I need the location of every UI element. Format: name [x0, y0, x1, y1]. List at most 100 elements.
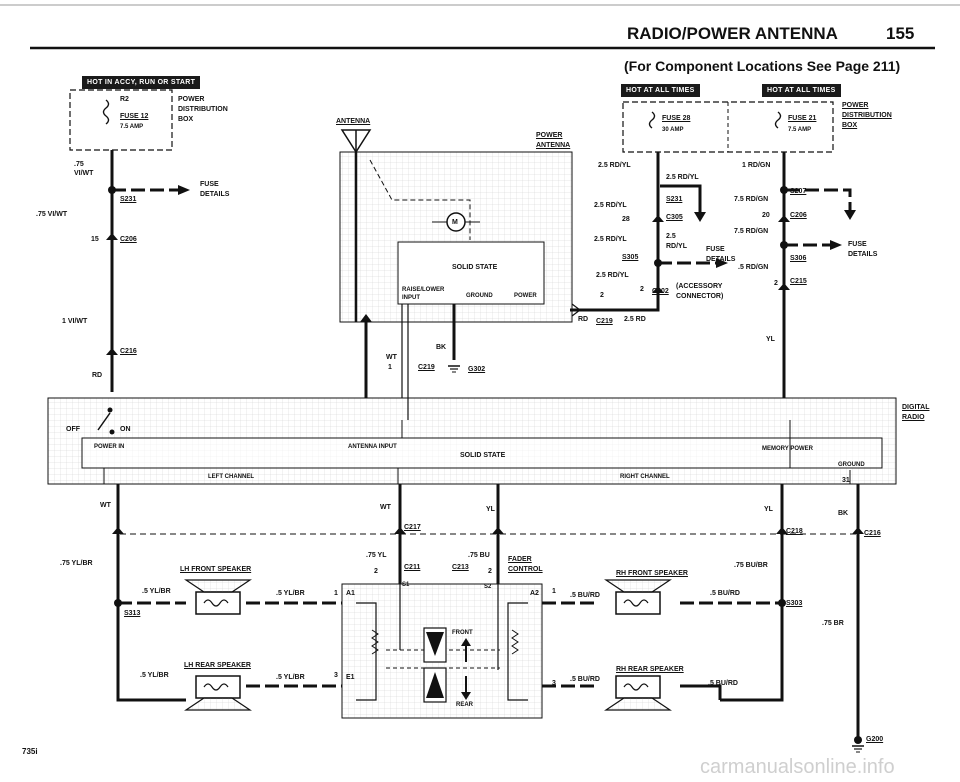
wire-5-burd-d: .5 BU/RD — [708, 680, 738, 687]
solid-state-box — [397, 241, 545, 305]
wire-wt-mid: WT — [380, 504, 391, 511]
wire-5-burd-c: .5 BU/RD — [570, 676, 600, 683]
lh-rear-speaker-label: LH REAR SPEAKER — [184, 662, 251, 669]
connector-c213: C213 — [452, 564, 469, 571]
switch-on: ON — [120, 426, 131, 433]
wire-25-rdyl-b: 2.5 RD/YL — [666, 174, 699, 181]
switch-off: OFF — [66, 426, 80, 433]
wire-bk-antenna: BK — [436, 344, 447, 351]
antenna-power: POWER — [514, 293, 537, 299]
wire-1-viwt: 1 VI/WT — [62, 318, 88, 325]
radio-power-in: POWER IN — [94, 444, 125, 450]
radio-antenna-input: ANTENNA INPUT — [348, 444, 397, 450]
wire-75-viwt-b: .75 VI/WT — [36, 211, 68, 218]
wire-5-rdgn: .5 RD/GN — [738, 264, 769, 271]
pdb-left — [69, 89, 173, 151]
c305-pin: 28 — [622, 216, 630, 223]
pdb-left-label-1: POWER — [178, 96, 205, 103]
wire-5-ylbr-c: .5 YL/BR — [140, 672, 169, 679]
pin-3-right: 3 — [552, 680, 556, 687]
lh-rear-speaker-symbol — [184, 675, 252, 711]
antenna-ground: GROUND — [466, 293, 493, 299]
connector-c216-right: C216 — [864, 530, 881, 537]
ground-g302: G302 — [468, 366, 486, 373]
wt-pin-1: 1 — [388, 364, 392, 371]
rh-rear-speaker-symbol — [604, 675, 672, 711]
pdb-right-label-3: BOX — [842, 122, 858, 129]
pin-2a: 2 — [374, 568, 378, 575]
fuse12-label: FUSE 12 — [120, 113, 149, 120]
watermark: carmanualsonline.info — [700, 756, 895, 778]
wire-5-ylbr-a: .5 YL/BR — [142, 588, 171, 595]
connector-c216-left: C216 — [120, 348, 137, 355]
connector-c302: C302 — [652, 288, 669, 295]
wire-75-bu: .75 BU — [468, 552, 490, 559]
connector-c218: C218 — [786, 528, 803, 535]
raise-lower-1: RAISE/LOWER — [402, 287, 445, 293]
wire-yl-mid: YL — [486, 506, 495, 513]
model-label: 735i — [22, 747, 38, 756]
raise-lower-2: INPUT — [402, 295, 420, 301]
wire-25-rdyl-e: 2.5 RD/YL — [666, 233, 687, 250]
fader-control-label-1: FADER — [508, 556, 532, 563]
digital-radio-label-1: DIGITAL — [902, 404, 930, 411]
terminal-s2: S2 — [484, 584, 492, 590]
terminal-a2: A2 — [530, 590, 539, 597]
radio-pin-31: 31 — [842, 477, 850, 484]
lh-front-speaker-symbol — [184, 579, 252, 615]
wire-rd-left: RD — [92, 372, 103, 379]
wire-5-burd-b: .5 BU/RD — [710, 590, 740, 597]
wire-25-rdyl-c: 2.5 RD/YL — [594, 202, 627, 209]
rh-rear-speaker-label: RH REAR SPEAKER — [616, 666, 684, 673]
pdb-left-label-2: DISTRIBUTION — [178, 106, 228, 113]
pin-2b: 2 — [488, 568, 492, 575]
radio-solid-state-box — [81, 437, 883, 469]
wire-bk-right: BK — [838, 510, 849, 517]
fuse12-amp: 7.5 AMP — [120, 124, 144, 130]
lh-front-speaker-label: LH FRONT SPEAKER — [180, 566, 252, 573]
splice-s231-left: S231 — [120, 196, 137, 203]
wire-5-burd-a: .5 BU/RD — [570, 592, 600, 599]
wire-wt-antenna: WT — [386, 354, 397, 361]
wire-5-ylbr-d: .5 YL/BR — [276, 674, 305, 681]
wire-25-rdyl-a: 2.5 RD/YL — [598, 162, 631, 169]
wire-75-bubr: .75 BU/BR — [734, 562, 768, 569]
wire-25-rd: 2.5 RD — [624, 316, 646, 323]
terminal-s1: S1 — [402, 582, 410, 588]
fuse21-label: FUSE 21 — [788, 115, 817, 122]
hot-badge-left: HOT IN ACCY, RUN OR START — [82, 76, 201, 89]
wire-wt-left: WT — [100, 502, 111, 509]
connector-c217: C217 — [404, 524, 421, 531]
wire-75-ylbr-left: .75 YL/BR — [60, 560, 93, 567]
antenna-solid-state: SOLID STATE — [452, 264, 498, 271]
wire-75-yl: .75 YL — [366, 552, 387, 559]
fuse-details-mid: FUSE DETAILS — [706, 246, 736, 263]
connector-c206-left: C206 — [120, 236, 137, 243]
wire-yl-right: YL — [766, 336, 775, 343]
ground-g200: G200 — [866, 736, 884, 743]
rh-front-speaker-symbol — [604, 579, 672, 615]
fuse28-amp: 30 AMP — [662, 127, 684, 133]
fuse-details-right: FUSE DETAILS — [848, 241, 878, 258]
wire-25-rdyl-d: 2.5 RD/YL — [594, 236, 627, 243]
c302-pin-a: 2 — [600, 292, 604, 299]
motor-symbol: M — [452, 219, 458, 226]
wire-rd-mid: RD — [578, 316, 589, 323]
fader-control-label-2: CONTROL — [508, 566, 543, 573]
pin-3-left: 3 — [334, 672, 338, 679]
radio-ground: GROUND — [838, 462, 865, 468]
wire-75-br: .75 BR — [822, 620, 844, 627]
wire-1-rdgn: 1 RD/GN — [742, 162, 771, 169]
rh-front-speaker-label: RH FRONT SPEAKER — [616, 570, 688, 577]
pdb-right-label-2: DISTRIBUTION — [842, 112, 892, 119]
c206-pin-right: 20 — [762, 212, 770, 219]
wire-75-viwt: .75 VI/WT — [74, 161, 94, 178]
radio-memory-power: MEMORY POWER — [762, 446, 814, 452]
splice-s303: S303 — [786, 600, 803, 607]
hot-badge-mid: HOT AT ALL TIMES — [621, 84, 700, 97]
antenna-label: ANTENNA — [336, 118, 371, 125]
wire-75-rdgn-a: 7.5 RD/GN — [734, 196, 769, 203]
r2-label: R2 — [120, 96, 129, 103]
pdb-right-label-1: POWER — [842, 102, 869, 109]
fader-rear: REAR — [456, 702, 474, 708]
